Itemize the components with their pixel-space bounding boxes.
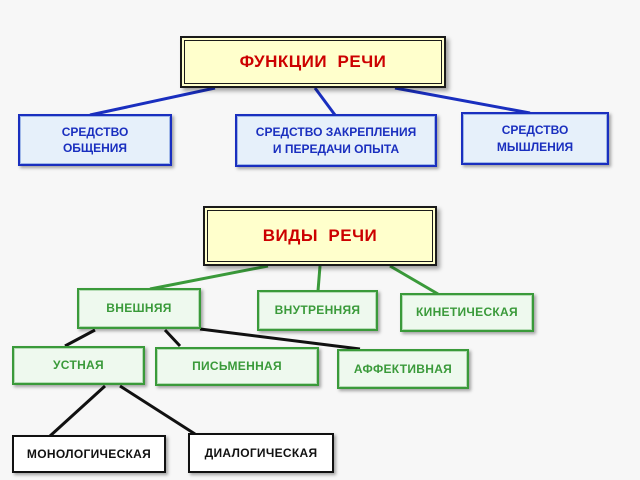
type-kinetic-label: КИНЕТИЧЕСКАЯ (416, 305, 518, 320)
function-thinking-line1: СРЕДСТВО (501, 123, 569, 138)
oral-dialogic-label: ДИАЛОГИЧЕСКАЯ (204, 445, 318, 460)
type-internal-label: ВНУТРЕННЯЯ (274, 303, 361, 318)
type-external-label: ВНЕШНЯЯ (106, 301, 172, 316)
functions-title-box: ФУНКЦИИ РЕЧИ (180, 36, 446, 88)
connector-oral-monologic (48, 384, 107, 438)
oral-monologic-label: МОНОЛОГИЧЕСКАЯ (26, 446, 152, 461)
external-oral-label: УСТНАЯ (53, 358, 104, 373)
oral-monologic-box: МОНОЛОГИЧЕСКАЯ (12, 435, 166, 473)
external-affective-label: АФФЕКТИВНАЯ (353, 361, 453, 376)
connector-oral-dialogic (119, 384, 196, 436)
function-experience-box: СРЕДСТВО ЗАКРЕПЛЕНИЯ И ПЕРЕДАЧИ ОПЫТА (235, 114, 437, 167)
function-communication-box: СРЕДСТВО ОБЩЕНИЯ (18, 114, 172, 166)
connector-types-external (149, 264, 269, 291)
connector-types-kinetic (389, 264, 439, 296)
external-affective-box: АФФЕКТИВНАЯ (337, 349, 469, 389)
connector-external-oral (64, 328, 96, 348)
function-thinking-box: СРЕДСТВО МЫШЛЕНИЯ (461, 112, 609, 165)
connector-functions-experience (313, 87, 337, 116)
function-communication-line1: СРЕДСТВО (61, 124, 129, 139)
functions-title: ФУНКЦИИ РЕЧИ (239, 51, 387, 71)
connector-functions-communication (89, 86, 216, 117)
type-external-box: ВНЕШНЯЯ (77, 288, 201, 329)
connector-functions-thinking (394, 86, 531, 115)
types-title-box: ВИДЫ РЕЧИ (203, 206, 437, 266)
type-kinetic-box: КИНЕТИЧЕСКАЯ (400, 293, 534, 332)
external-written-box: ПИСЬМЕННАЯ (155, 347, 319, 386)
connector-external-affective (199, 327, 361, 351)
external-written-label: ПИСЬМЕННАЯ (192, 359, 282, 374)
external-oral-box: УСТНАЯ (12, 346, 145, 385)
types-title: ВИДЫ РЕЧИ (262, 225, 378, 245)
connector-external-written (163, 328, 182, 348)
type-internal-box: ВНУТРЕННЯЯ (257, 290, 378, 331)
function-experience-line2: И ПЕРЕДАЧИ ОПЫТА (272, 141, 400, 156)
oral-dialogic-box: ДИАЛОГИЧЕСКАЯ (188, 433, 334, 473)
function-experience-line1: СРЕДСТВО ЗАКРЕПЛЕНИЯ (255, 125, 417, 140)
connector-types-internal (316, 265, 322, 292)
function-communication-line2: ОБЩЕНИЯ (62, 141, 128, 155)
function-thinking-line2: МЫШЛЕНИЯ (496, 139, 574, 154)
